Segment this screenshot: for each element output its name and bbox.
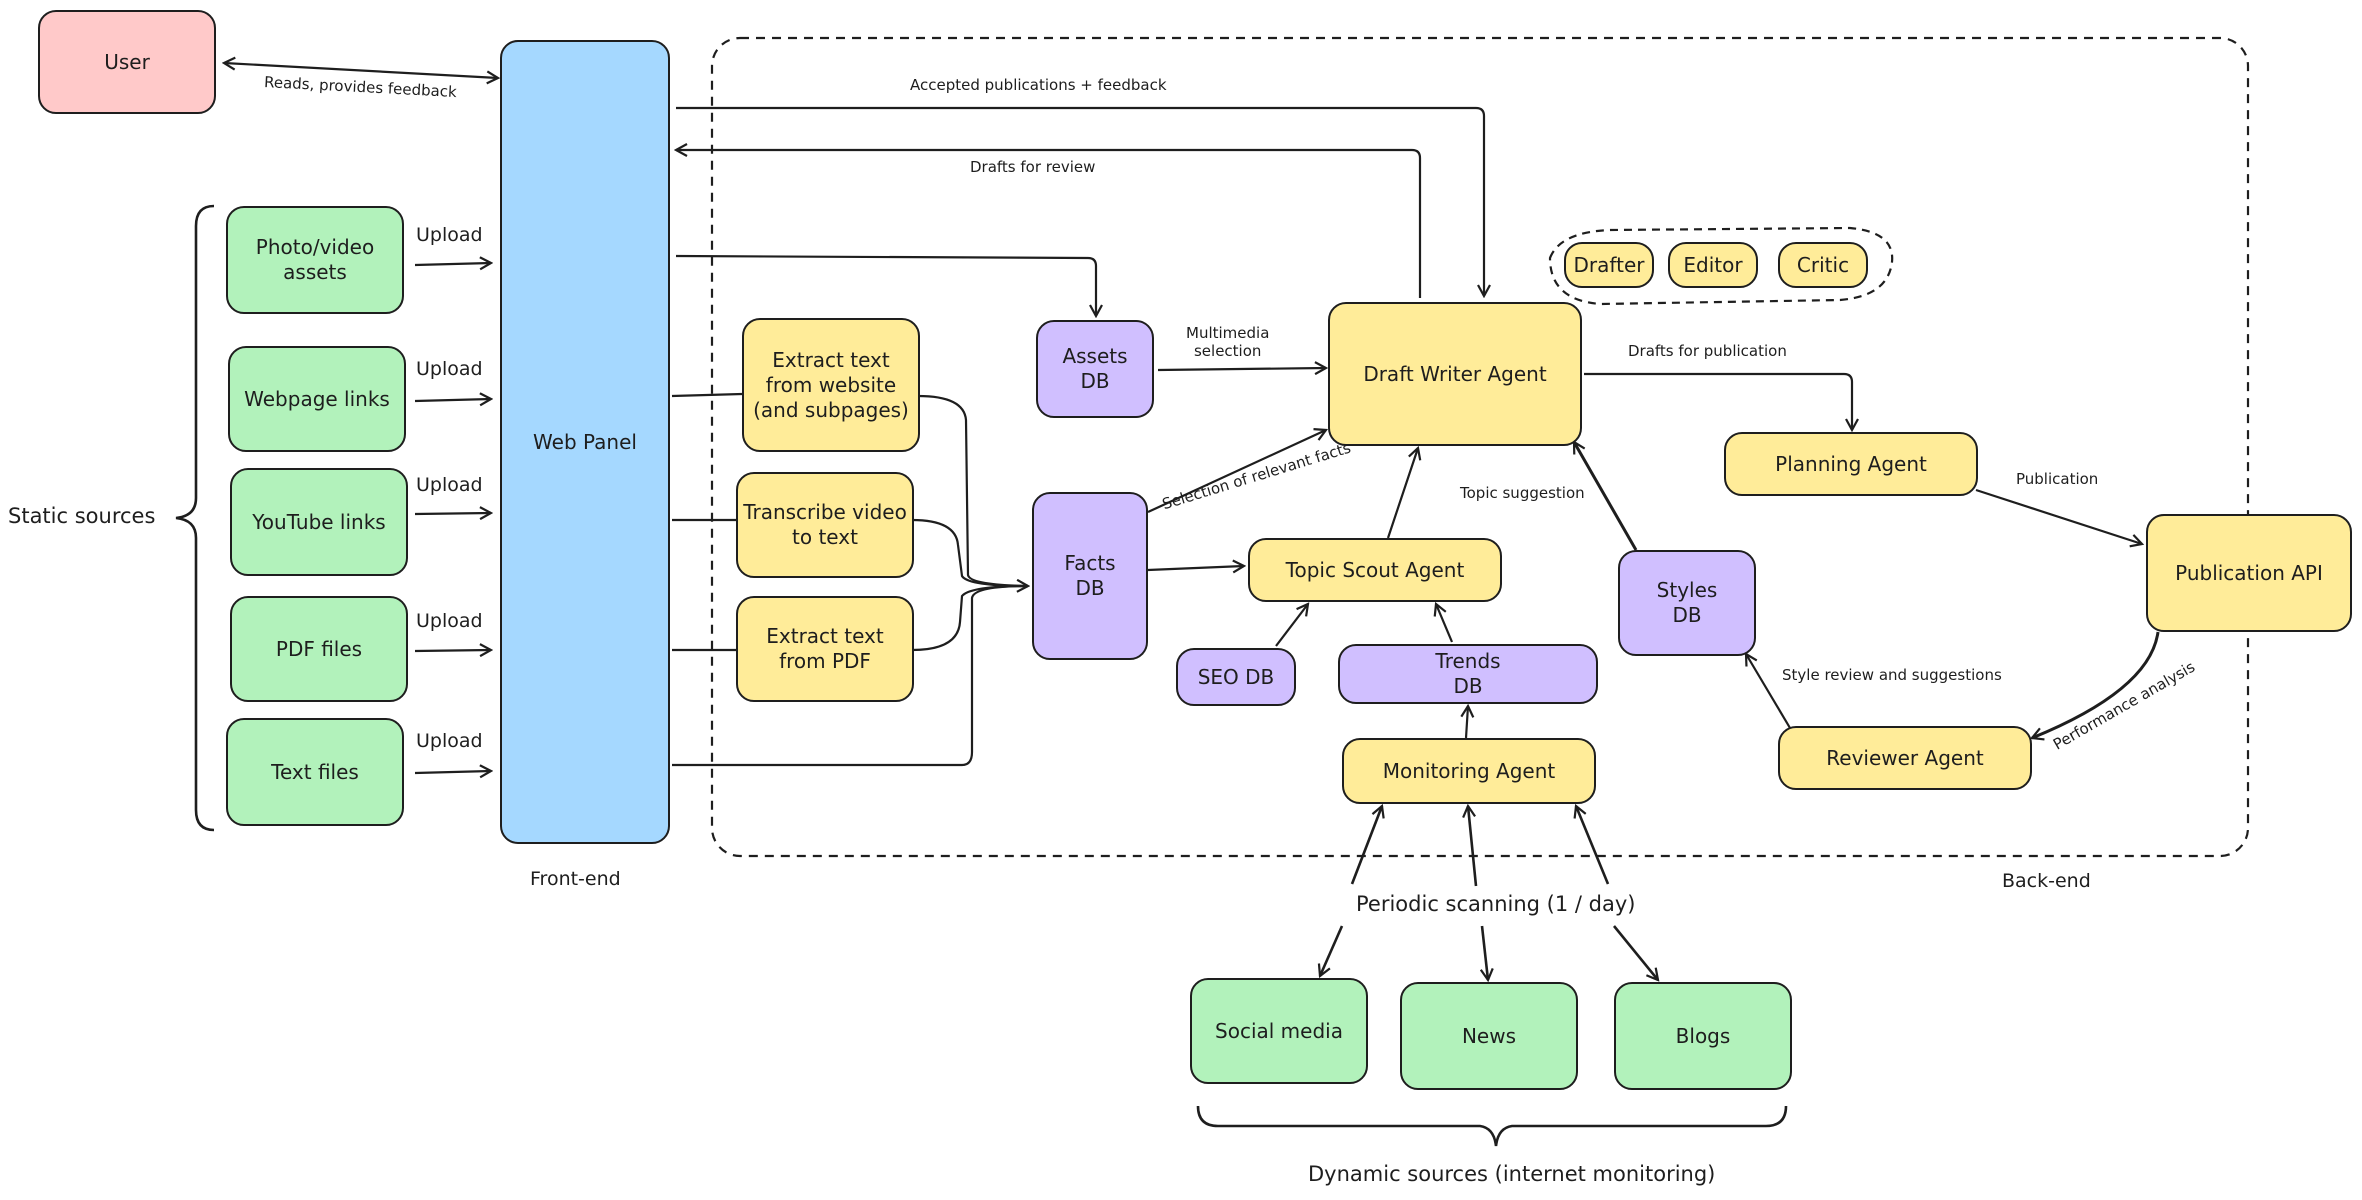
edge-scan-down-right (1612, 925, 1658, 980)
label-static-sources: Static sources (8, 504, 156, 528)
topic-scout-agent-node[interactable]: Topic Scout Agent (1248, 538, 1502, 602)
label-style-review: Style review and suggestions (1782, 666, 2002, 684)
edge-drafts-review (676, 150, 1422, 298)
label-accepted: Accepted publications + feedback (910, 76, 1167, 94)
edge-webpanel-facts (672, 584, 1029, 767)
label-front-end: Front-end (530, 868, 621, 890)
edge-scan-up-right (1576, 806, 1610, 885)
user-node[interactable]: User (38, 10, 216, 114)
label-drafts-publication: Drafts for publication (1628, 342, 1787, 360)
edge-user-webpanel (224, 63, 498, 78)
web-panel-node[interactable]: Web Panel (500, 40, 670, 844)
label-multimedia: Multimedia selection (1186, 324, 1270, 360)
label-periodic-scanning: Periodic scanning (1 / day) (1356, 892, 1636, 916)
blogs-node[interactable]: Blogs (1614, 982, 1792, 1090)
trends-db-node[interactable]: Trends DB (1338, 644, 1598, 704)
assets-db-node[interactable]: Assets DB (1036, 320, 1154, 418)
label-upload-photo: Upload (416, 224, 483, 246)
edge-upload-youtube (414, 513, 491, 514)
edge-seo-topicscout (1275, 604, 1308, 647)
edge-reviewer-styles (1746, 654, 1791, 729)
label-dynamic-sources: Dynamic sources (internet monitoring) (1308, 1162, 1716, 1186)
edge-planning-publication (1975, 488, 2142, 544)
extract-pdf-node[interactable]: Extract text from PDF (736, 596, 914, 702)
edge-accepted (676, 106, 1484, 296)
edge-facts-topicscout (1147, 566, 1244, 570)
reviewer-agent-node[interactable]: Reviewer Agent (1778, 726, 2032, 790)
pdf-files-node[interactable]: PDF files (230, 596, 408, 702)
edge-scan-up-mid (1468, 806, 1478, 887)
transcribe-video-node[interactable]: Transcribe video to text (736, 472, 914, 578)
label-upload-text: Upload (416, 730, 483, 752)
drafter-node[interactable]: Drafter (1564, 242, 1654, 288)
youtube-links-node[interactable]: YouTube links (230, 468, 408, 576)
edge-scan-up-left (1350, 806, 1382, 885)
edge-scan-down-left (1320, 925, 1344, 976)
critic-node[interactable]: Critic (1778, 242, 1868, 288)
edge-upload-text (414, 771, 491, 773)
edge-transcribe-facts (911, 518, 1029, 588)
label-topic-suggestion: Topic suggestion (1460, 484, 1585, 502)
edge-upload-pdf (414, 650, 491, 651)
edge-upload-photo (414, 263, 491, 265)
editor-node[interactable]: Editor (1668, 242, 1758, 288)
social-media-node[interactable]: Social media (1190, 978, 1368, 1084)
edge-trends-topicscout (1436, 604, 1454, 643)
backend-boundary (710, 36, 2250, 858)
edge-extractweb-facts (917, 394, 1028, 586)
planning-agent-node[interactable]: Planning Agent (1724, 432, 1978, 496)
news-node[interactable]: News (1400, 982, 1578, 1090)
edge-webpanel-extractweb (671, 392, 743, 398)
extract-website-node[interactable]: Extract text from website (and subpages) (742, 318, 920, 452)
static-sources-brace (175, 204, 215, 832)
edge-assets-draftwriter (1157, 368, 1326, 370)
label-upload-webpage: Upload (416, 358, 483, 380)
monitoring-agent-node[interactable]: Monitoring Agent (1342, 738, 1596, 804)
edge-topicscout-draftwriter (1386, 448, 1418, 539)
edge-extractpdf-facts (911, 584, 1029, 652)
facts-db-node[interactable]: Facts DB (1032, 492, 1148, 660)
edge-drafts-publication (1584, 372, 1852, 430)
styles-db-node[interactable]: Styles DB (1618, 550, 1756, 656)
label-drafts-review: Drafts for review (970, 158, 1096, 176)
publication-api-node[interactable]: Publication API (2146, 514, 2352, 632)
edge-publication-reviewer (2032, 631, 2160, 738)
webpage-links-node[interactable]: Webpage links (228, 346, 406, 452)
label-upload-youtube: Upload (416, 474, 483, 496)
edge-styles-draftwriter (1572, 442, 1638, 551)
photo-video-assets-node[interactable]: Photo/video assets (226, 206, 404, 314)
draft-writer-agent-node[interactable]: Draft Writer Agent (1328, 302, 1582, 446)
edge-upload-webpage (414, 399, 491, 401)
label-back-end: Back-end (2002, 870, 2091, 892)
agents-group-boundary (1548, 226, 1894, 306)
edge-scan-down-mid (1482, 925, 1488, 980)
edge-webpanel-assets (675, 254, 1096, 316)
label-upload-pdf: Upload (416, 610, 483, 632)
seo-db-node[interactable]: SEO DB (1176, 648, 1296, 706)
edge-monitoring-trends (1466, 706, 1468, 739)
dynamic-sources-brace (1196, 1105, 1788, 1147)
label-publication: Publication (2016, 470, 2099, 488)
text-files-node[interactable]: Text files (226, 718, 404, 826)
edge-facts-draftwriter (1147, 430, 1326, 513)
